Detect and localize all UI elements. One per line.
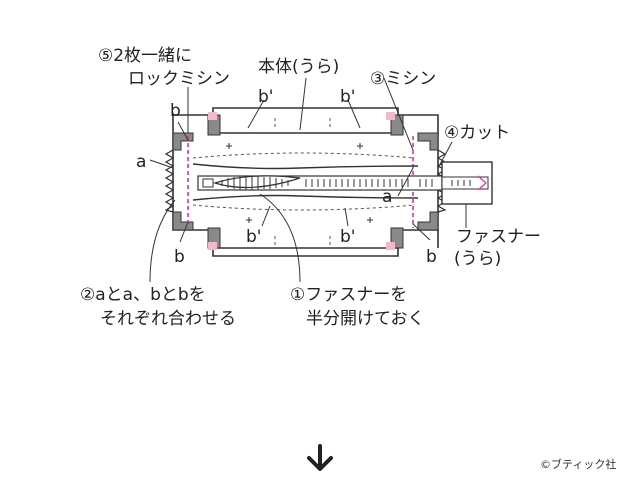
- corner-tabs: [208, 112, 395, 250]
- guide-top: [192, 152, 416, 159]
- label-a-left: a: [136, 152, 146, 172]
- overlock-right-top: [417, 132, 439, 151]
- leader-step4: [437, 141, 453, 169]
- label-zipper-back-line1: ファスナー: [456, 227, 541, 247]
- leader-a-right: [397, 167, 414, 197]
- leader-a-left: [149, 159, 174, 169]
- cross-marks: [226, 143, 373, 223]
- corner-tab-top-right: [386, 112, 395, 120]
- leader-bprime-tl: [247, 99, 265, 129]
- zigzag-left: [164, 149, 175, 213]
- zipper-end-piece: [441, 161, 493, 205]
- label-step1-line2: 半分開けておく: [306, 309, 425, 329]
- copyright-text: ©ブティック社: [540, 457, 616, 471]
- corner-tab-top-left: [208, 112, 217, 120]
- label-body-back: 本体(うら): [258, 57, 339, 77]
- fold-curves: [192, 163, 419, 201]
- label-b-prime-bottom-left: b': [246, 227, 261, 247]
- label-step2-line1: ②aとa、bとbを: [80, 285, 206, 305]
- label-b-bottom-right: b: [426, 247, 437, 267]
- guide-lines: [192, 118, 416, 246]
- label-step5-line2: ロックミシン: [128, 69, 230, 89]
- overlock-left-bottom: [172, 211, 194, 231]
- corner-tab-bottom-left: [208, 242, 217, 250]
- zipper-end-stitch: [477, 175, 487, 191]
- leader-b-bl: [179, 221, 189, 243]
- label-zipper-back-line2: (うら): [454, 249, 501, 269]
- label-step5-line1: ⑤2枚一緒に: [98, 46, 192, 66]
- leader-step1: [259, 193, 301, 283]
- label-b-prime-bottom-right: b': [340, 227, 355, 247]
- corner-tab-bottom-right: [386, 242, 395, 250]
- label-b-bottom-left: b: [174, 247, 185, 267]
- down-arrow-icon: [307, 444, 333, 471]
- guide-bottom: [192, 204, 416, 211]
- leader-body-back: [299, 77, 307, 131]
- label-step4: ④カット: [444, 123, 510, 143]
- leader-step3: [383, 77, 414, 151]
- label-b-top-left: b: [170, 101, 181, 121]
- zipper-teeth: [221, 176, 433, 190]
- leader-b-br: [412, 223, 431, 241]
- label-a-right: a: [382, 187, 392, 207]
- label-step2-line2: それぞれ合わせる: [100, 309, 236, 329]
- body-top-edge: [212, 107, 399, 115]
- label-step1-line1: ①ファスナーを: [290, 285, 407, 305]
- zipper-slider: [202, 178, 214, 188]
- label-b-prime-top-right: b': [340, 87, 355, 107]
- fold-top: [192, 163, 419, 170]
- leader-step2: [149, 199, 176, 283]
- leader-b-tl: [177, 121, 189, 141]
- zipper: [197, 175, 449, 191]
- fold-bottom: [192, 194, 419, 201]
- leader-lines: [149, 77, 467, 283]
- leader-bprime-bl: [261, 205, 271, 227]
- leader-bprime-br: [344, 207, 349, 227]
- body-bottom-edge: [212, 248, 399, 257]
- zipper-end-tape: [441, 176, 489, 190]
- label-b-prime-top-left: b': [258, 87, 273, 107]
- leader-bprime-tr: [347, 99, 361, 129]
- label-step3: ③ミシン: [370, 69, 436, 89]
